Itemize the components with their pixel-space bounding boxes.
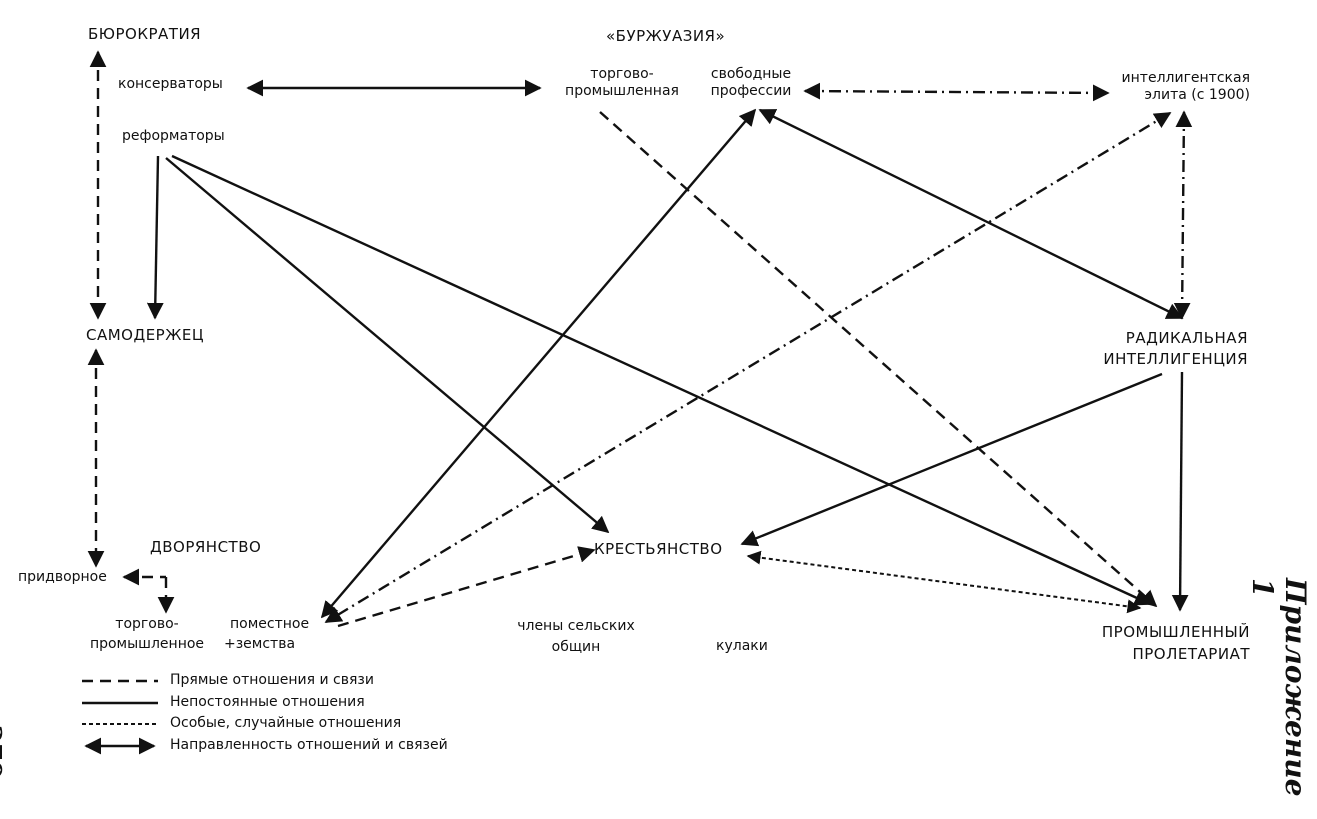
node-professions-line2: профессии [710,83,792,99]
node-commercial-bourgeoisie: торгово- промышленная [552,66,692,100]
page-number: 279 [0,725,6,780]
appendix-label: Приложение 1 [1246,578,1312,797]
edge-reformers-proletariat [171,154,1152,606]
node-elite-line2: элита (с 1900) [1144,87,1250,103]
edge-professions-radical [758,108,1184,320]
node-commune-line1: члены сельских [517,618,635,634]
node-noble-commercial-line1: торгово- [115,616,179,632]
edge-professions-elite [803,82,1110,102]
node-radical-line2: ИНТЕЛЛИГЕНЦИЯ [1103,350,1248,368]
edge-reformers-peasantry [165,157,610,534]
edge-radical-proletariat [1171,371,1189,612]
node-bureaucracy: БЮРОКРАТИЯ [88,25,202,43]
node-intellectual-elite: интеллигентская элита (с 1900) [1092,70,1250,104]
edge-landed-peasantry [337,546,596,628]
node-landed-line2: +земства [224,636,296,652]
node-professions: свободные профессии [696,66,806,100]
edge-reformers-autocrat [146,155,164,320]
node-reformers: реформаторы [122,128,225,144]
node-commercial-line2: промышленная [565,83,679,99]
node-court-nobility: придворное [18,569,107,585]
node-conservatives: консерваторы [118,76,223,92]
node-professions-line1: свободные [710,66,792,82]
node-autocrat: САМОДЕРЖЕЦ [86,326,205,344]
node-proletariat-line1: ПРОМЫШЛЕННЫЙ [1101,623,1250,641]
legend-label-solid: Непостоянные отношения [170,694,365,710]
node-bourgeoisie: «БУРЖУАЗИЯ» [606,27,726,45]
node-commune-members: члены сельских общин [496,616,656,658]
edge-elite-radical [1173,110,1193,320]
node-noble-commercial-line2: промышленное [89,636,205,652]
node-landed-nobility: поместное +земства [224,614,309,654]
legend-label-arrow: Направленность отношений и связей [170,737,448,753]
node-noble-commercial: торгово- промышленное [72,614,222,654]
legend-label-dotted: Особые, случайные отношения [170,715,402,731]
node-proletariat-line2: ПРОЛЕТАРИАТ [1132,645,1250,663]
edge-radical-peasantry [740,372,1163,547]
node-radical-line1: РАДИКАЛЬНАЯ [1125,329,1248,347]
edge-elite-landed [324,111,1172,624]
node-radical-intelligentsia: РАДИКАЛЬНАЯ ИНТЕЛЛИГЕНЦИЯ [1060,328,1248,370]
node-kulaks: кулаки [716,638,768,654]
node-elite-line1: интеллигентская [1121,70,1250,86]
node-landed-line1: поместное [230,616,310,632]
node-commune-line2: общин [551,639,601,655]
node-nobility: ДВОРЯНСТВО [150,538,262,556]
node-peasantry: КРЕСТЬЯНСТВО [594,540,723,558]
node-commercial-line1: торгово- [590,66,654,82]
node-proletariat: ПРОМЫШЛЕННЫЙ ПРОЛЕТАРИАТ [1050,621,1250,665]
legend-label-dashed: Прямые отношения и связи [170,672,374,688]
edge-peasantry-proletariat [746,550,1142,614]
